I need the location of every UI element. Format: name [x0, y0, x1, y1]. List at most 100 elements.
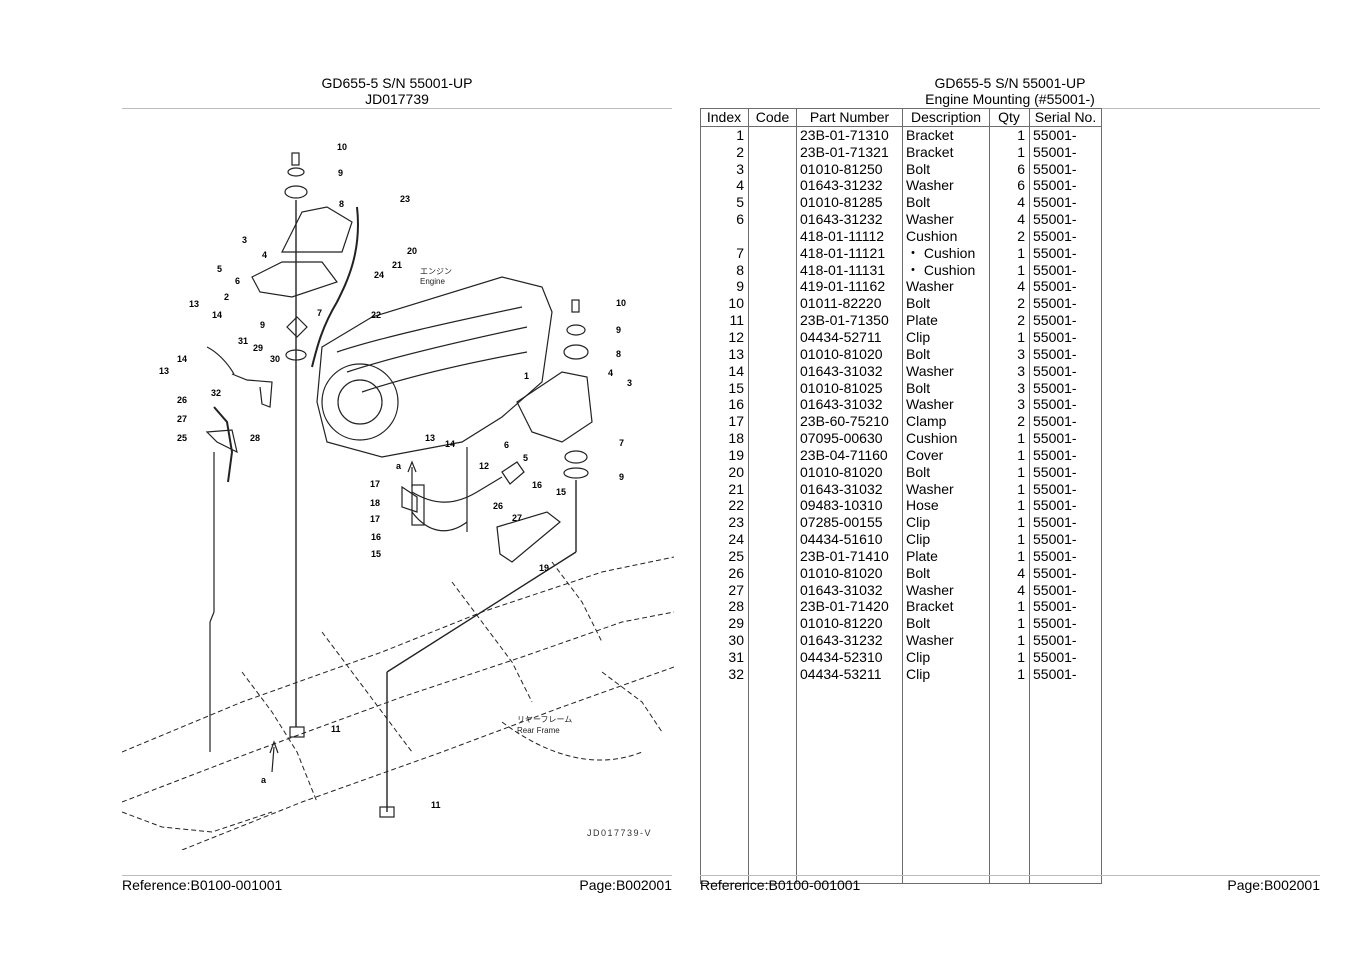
cell-code — [748, 379, 797, 397]
cell-serial: 55001- — [1029, 632, 1102, 649]
blank-cell — [989, 682, 1030, 884]
cell-code — [748, 598, 797, 616]
cell-qty: 1 — [989, 126, 1030, 144]
cell-part-number: 01010-81025 — [796, 379, 903, 397]
cell-description: Clip — [902, 531, 990, 548]
cell-qty: 1 — [989, 615, 1030, 633]
cell-serial: 55001- — [1029, 143, 1102, 161]
cell-description: Plate — [902, 547, 990, 565]
cell-index: 20 — [700, 463, 749, 481]
cell-description: Clip — [902, 649, 990, 666]
cell-code — [748, 396, 797, 414]
cell-index — [700, 227, 749, 245]
cell-part-number: 07285-00155 — [796, 514, 903, 532]
cell-qty: 1 — [989, 430, 1030, 447]
cell-description: Bolt — [902, 463, 990, 481]
cell-qty: 2 — [989, 295, 1030, 313]
cell-description: Washer — [902, 480, 990, 498]
cell-index: 27 — [700, 581, 749, 599]
cell-index: 19 — [700, 446, 749, 464]
cell-serial: 55001- — [1029, 649, 1102, 666]
cell-code — [748, 649, 797, 666]
cell-part-number: 01643-31032 — [796, 480, 903, 498]
svg-text:14: 14 — [212, 310, 222, 320]
cell-description: Bolt — [902, 160, 990, 178]
right-title-model: GD655-5 S/N 55001-UP — [934, 75, 1086, 91]
cell-part-number: 23B-01-71310 — [796, 126, 903, 144]
cell-serial: 55001- — [1029, 430, 1102, 447]
svg-text:8: 8 — [616, 349, 621, 359]
cell-code — [748, 430, 797, 447]
cell-qty: 1 — [989, 649, 1030, 666]
cell-qty: 1 — [989, 547, 1030, 565]
col-part-number: Part Number — [796, 108, 903, 127]
svg-text:11: 11 — [431, 800, 441, 810]
svg-text:11: 11 — [331, 724, 341, 734]
svg-text:21: 21 — [392, 260, 402, 270]
svg-text:15: 15 — [556, 487, 566, 497]
cell-index: 6 — [700, 211, 749, 228]
cell-index: 14 — [700, 362, 749, 380]
cell-code — [748, 312, 797, 329]
svg-text:16: 16 — [371, 532, 381, 542]
svg-text:29: 29 — [253, 343, 263, 353]
cell-description: Cover — [902, 446, 990, 464]
cell-part-number: 419-01-11162 — [796, 278, 903, 296]
svg-text:13: 13 — [159, 366, 169, 376]
svg-text:12: 12 — [479, 461, 489, 471]
cell-index: 5 — [700, 194, 749, 212]
cell-index: 29 — [700, 615, 749, 633]
cell-index: 16 — [700, 396, 749, 414]
blank-cell — [748, 682, 797, 884]
svg-text:10: 10 — [616, 298, 626, 308]
cell-serial: 55001- — [1029, 598, 1102, 616]
cell-description: Washer — [902, 177, 990, 195]
cell-code — [748, 194, 797, 212]
right-reference: Reference:B0100-001001 — [700, 877, 861, 893]
cell-description: Bracket — [902, 598, 990, 616]
right-footer-rule — [700, 875, 1320, 876]
cell-qty: 3 — [989, 362, 1030, 380]
cell-index: 23 — [700, 514, 749, 532]
cell-serial: 55001- — [1029, 194, 1102, 212]
cell-index: 17 — [700, 413, 749, 431]
svg-text:4: 4 — [608, 368, 613, 378]
cell-qty: 3 — [989, 379, 1030, 397]
cell-qty: 1 — [989, 328, 1030, 346]
cell-description: Washer — [902, 632, 990, 649]
cell-serial: 55001- — [1029, 126, 1102, 144]
cell-description: Cushion — [902, 430, 990, 447]
cell-qty: 1 — [989, 665, 1030, 683]
cell-index: 2 — [700, 143, 749, 161]
svg-text:6: 6 — [235, 276, 240, 286]
cell-index: 25 — [700, 547, 749, 565]
cell-index: 11 — [700, 312, 749, 329]
cell-code — [748, 547, 797, 565]
cell-serial: 55001- — [1029, 211, 1102, 228]
cell-index: 24 — [700, 531, 749, 548]
cell-code — [748, 463, 797, 481]
cell-part-number: 01643-31232 — [796, 632, 903, 649]
svg-text:32: 32 — [211, 388, 221, 398]
cell-description: Bolt — [902, 615, 990, 633]
cell-index: 26 — [700, 564, 749, 582]
svg-text:6: 6 — [504, 440, 509, 450]
cell-code — [748, 497, 797, 515]
svg-text:25: 25 — [177, 433, 187, 443]
cell-qty: 2 — [989, 227, 1030, 245]
cell-serial: 55001- — [1029, 413, 1102, 431]
cell-description: Hose — [902, 497, 990, 515]
cell-part-number: 01010-81285 — [796, 194, 903, 212]
svg-text:2: 2 — [224, 292, 229, 302]
